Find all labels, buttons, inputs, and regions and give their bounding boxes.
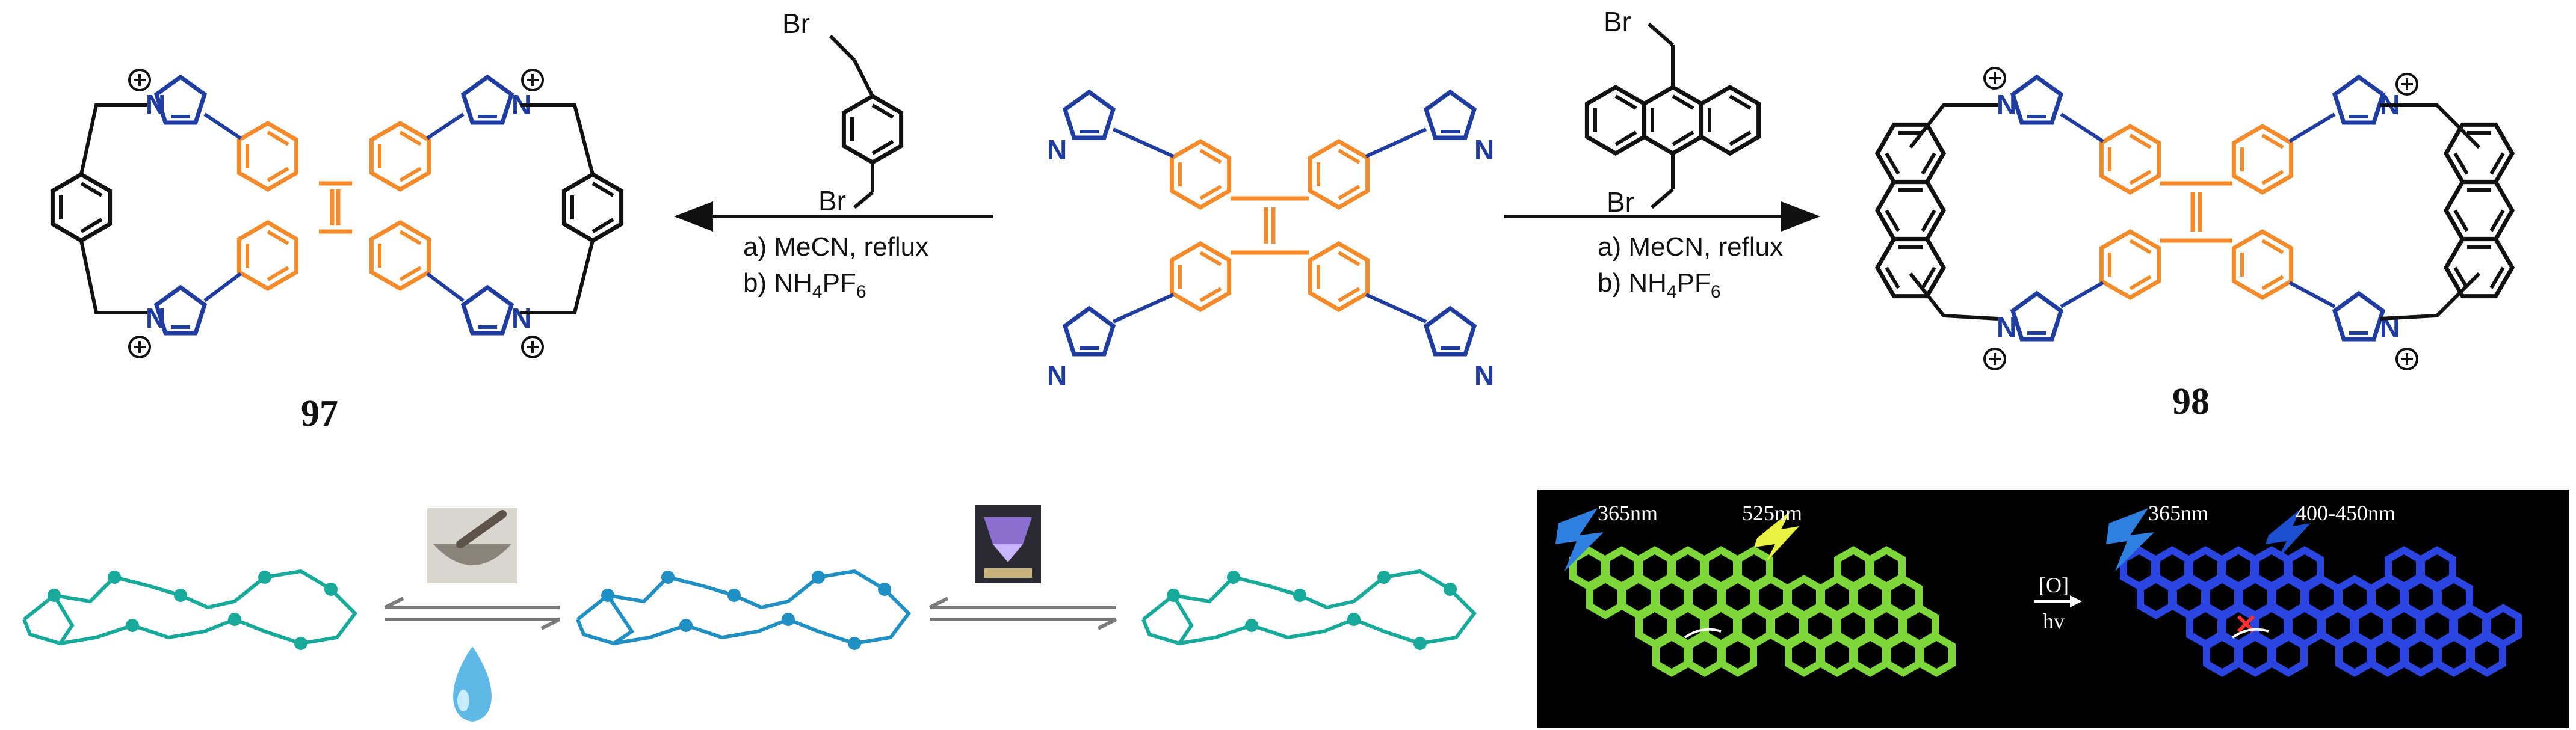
crystal-structure-middle	[576, 569, 911, 650]
conditions-left-line2: b) NH4PF6	[743, 268, 866, 302]
conditions-left-line1: a) MeCN, reflux	[743, 232, 928, 262]
charge-plus-icon	[521, 69, 544, 91]
uv-lightning-icon	[2106, 508, 2154, 571]
bromine-bottom-left: Br	[818, 185, 846, 216]
atom-n: N	[146, 89, 165, 120]
charge-plus-icon	[521, 336, 544, 358]
atom-n: N	[1997, 89, 2016, 120]
reagent-xylylene-dibromide: Br Br	[782, 8, 901, 216]
atom-n: N	[511, 302, 531, 334]
atom-n: N	[1474, 360, 1494, 391]
crystal-structure-right	[1141, 569, 1477, 650]
reagent-bis-bromomethyl-anthracene: Br Br	[1587, 6, 1758, 218]
crystal-photo-icon	[975, 505, 1041, 583]
charge-plus-icon	[128, 69, 151, 91]
equilibrium-arrows-left	[384, 597, 561, 630]
compound-label-98: 98	[2172, 381, 2210, 422]
bromine-bottom-right: Br	[1607, 186, 1634, 218]
charge-plus-icon	[1983, 348, 2006, 370]
charge-plus-icon	[128, 336, 151, 358]
wavelength-label: 400-450nm	[2296, 501, 2395, 525]
atom-n: N	[146, 302, 165, 334]
bromine-top-left: Br	[782, 8, 810, 39]
emission-lightning-icon	[1754, 511, 1799, 562]
atom-n: N	[1997, 311, 2016, 343]
photoluminescence-panel: 365nm 525nm [O] hv	[1537, 490, 2569, 728]
wavelength-label: 365nm	[2148, 501, 2208, 525]
light-label: hv	[2043, 609, 2065, 633]
wavelength-label: 365nm	[1598, 501, 1658, 525]
conditions-right-line1: a) MeCN, reflux	[1598, 232, 1783, 262]
charge-plus-icon	[2395, 348, 2418, 370]
oxidation-label: [O]	[2039, 573, 2069, 597]
atom-n: N	[1047, 134, 1067, 165]
compound-97-structure: N N N N	[52, 69, 621, 358]
uv-lightning-icon	[1555, 508, 1604, 571]
wavelength-label: 525nm	[1742, 501, 1802, 525]
water-drop-icon	[453, 646, 492, 722]
reaction-arrow-right	[1504, 201, 1820, 232]
equilibrium-arrows-right	[928, 597, 1117, 630]
charge-plus-icon	[1983, 67, 2006, 90]
compound-label-97: 97	[301, 393, 338, 434]
reaction-arrow-left	[674, 201, 993, 232]
emission-lightning-icon	[2266, 508, 2311, 559]
bromine-top-right: Br	[1604, 6, 1631, 37]
atom-n: N	[1047, 360, 1067, 391]
crystal-structure-left	[22, 569, 357, 650]
tetrakis-imidazolyl-tpe: N N N N	[1047, 92, 1494, 391]
conditions-right-line2: b) NH4PF6	[1598, 268, 1721, 302]
compound-98-structure: N N N N	[1877, 67, 2512, 370]
mortar-pestle-icon	[427, 508, 517, 583]
atom-n: N	[1474, 134, 1494, 165]
tpe-core-left	[239, 123, 428, 289]
charge-plus-icon	[2395, 73, 2418, 96]
